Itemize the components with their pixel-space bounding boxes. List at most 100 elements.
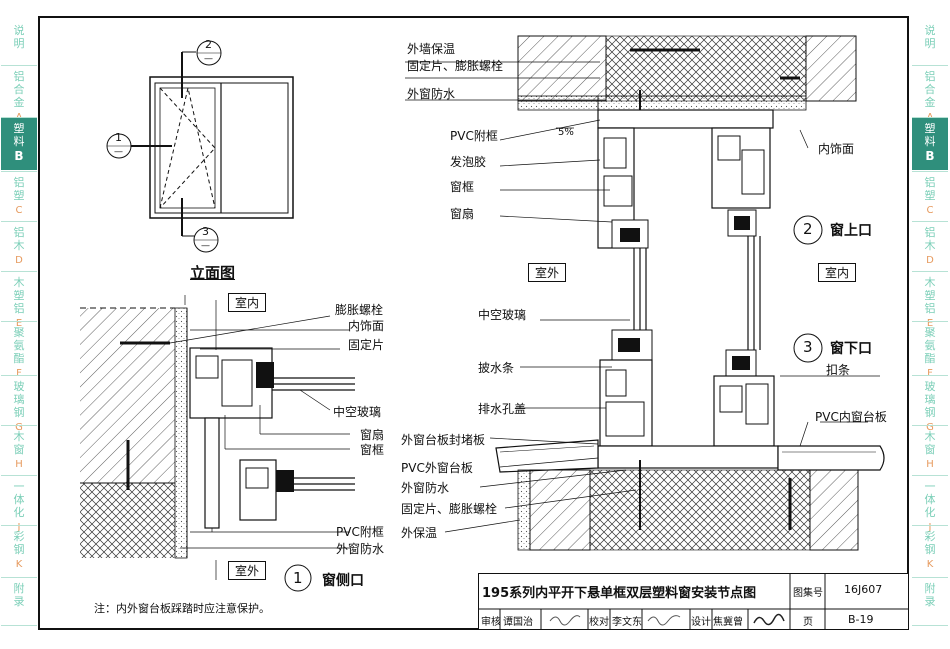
section-markers [556, 127, 823, 363]
sec-label-cover-strip: 扣条 [826, 363, 851, 377]
elevation-marker-1 [106, 133, 132, 159]
tab-divider [912, 525, 948, 526]
title-block-page-no: B-19 [848, 613, 874, 626]
chapter-tab[interactable]: 附录 [1, 578, 37, 624]
chapter-tab-label: 聚氨酯 [13, 326, 25, 365]
side-indoor-label: 室内 [228, 293, 267, 312]
tab-divider [1, 117, 37, 118]
side-detail-frame [120, 341, 355, 529]
tab-divider [912, 375, 948, 376]
chapter-tab-label: 铝木 [924, 226, 936, 252]
tab-divider [1, 221, 37, 222]
tab-divider [1, 375, 37, 376]
title-block-title: 195系列内平开下悬单框双层塑料窗安装节点图 [482, 586, 757, 601]
side-label-sash: 窗扇 [360, 428, 385, 442]
chapter-tab-code: K [926, 559, 934, 570]
side-marker-num: 1 [293, 569, 303, 587]
drawing-note: 注：内外窗台板踩踏时应注意保护。 [94, 602, 270, 615]
chapter-tab-right[interactable]: 说明 [912, 20, 948, 64]
tab-divider [912, 321, 948, 322]
tab-divider [1, 425, 37, 426]
sec-label-waterproof-bottom: 外窗防水 [401, 481, 450, 495]
side-label-glass: 中空玻璃 [333, 405, 382, 419]
head-wall [517, 35, 857, 115]
chapter-tab-label: 铝塑 [13, 176, 25, 202]
sec-marker-top-title: 窗上口 [830, 223, 872, 239]
title-block-atlas-label: 图集号 [793, 588, 823, 599]
chapter-tab-label: 聚氨酯 [924, 326, 936, 365]
sec-marker-bottom-num: 3 [803, 338, 813, 356]
tab-divider [912, 221, 948, 222]
tab-divider [912, 475, 948, 476]
elevation-marker-3-num: 3 [202, 225, 209, 238]
sec-label-sill-seal: 外窗台板封堵板 [401, 433, 486, 447]
title-block-page-label: 页 [803, 617, 813, 628]
chapter-tab-label: 附录 [924, 582, 936, 608]
elevation-marker-2 [196, 40, 222, 66]
chapter-tab-label: 木窗 [13, 430, 25, 456]
sec-marker-top-num: 2 [803, 220, 813, 238]
chapter-tab-code: G [926, 422, 934, 433]
tab-divider [912, 425, 948, 426]
chapter-tab-label: 木塑铝 [924, 276, 936, 315]
sec-label-fixing-bolt-bottom: 固定片、膨胀螺栓 [401, 502, 498, 516]
chapter-tab[interactable]: 说明 [1, 20, 37, 64]
chapter-tab-code: H [926, 459, 934, 470]
elevation-window [110, 51, 294, 237]
elevation-marker-2-num: 2 [205, 38, 212, 51]
chapter-tab-right[interactable]: 铝木 D [912, 222, 948, 270]
section-leaders [405, 61, 880, 533]
chapter-tab-code: C [15, 205, 23, 216]
tab-divider [912, 171, 948, 172]
chapter-tab-right[interactable]: 附录 [912, 578, 948, 624]
sill-wall [517, 460, 859, 551]
tab-divider [1, 271, 37, 272]
sec-marker-bottom-title: 窗下口 [830, 341, 872, 357]
side-marker-title: 窗侧口 [322, 573, 364, 589]
sec-inner-finish: 内饰面 [818, 142, 855, 156]
side-label-bolt: 膨胀螺栓 [335, 303, 384, 317]
side-outdoor-label: 室外 [228, 561, 267, 580]
side-detail-wall [80, 307, 188, 559]
tab-divider [1, 577, 37, 578]
tab-divider [1, 171, 37, 172]
elevation-marker-3-sub: — [201, 241, 210, 251]
sec-label-ext-insulation: 外保温 [401, 526, 438, 540]
sec-label-waterproof: 外窗防水 [407, 87, 456, 101]
chapter-tab-label: 铝合金 [924, 70, 936, 109]
drawing-frame [38, 16, 909, 630]
sec-label-glass: 中空玻璃 [478, 308, 527, 322]
chapter-tab-code: G [15, 422, 23, 433]
chapter-tab-code: D [15, 255, 23, 266]
sec-label-pvc-subframe: PVC附框 [450, 129, 498, 143]
chapter-tab-code: J [928, 522, 932, 533]
chapter-tab-code: C [926, 205, 934, 216]
elevation-marker-1-sub: — [114, 147, 123, 157]
chapter-tab[interactable]: 铝塑 C [1, 172, 37, 220]
sec-label-insulation: 外墙保温 [407, 42, 456, 56]
side-detail-leaders [169, 295, 350, 580]
elevation-marker-1-num: 1 [115, 131, 122, 144]
chapter-tab-label: 塑料 [924, 122, 936, 148]
chapter-tab-code: D [926, 255, 934, 266]
chapter-tab-label: 附录 [13, 582, 25, 608]
tab-divider [1, 475, 37, 476]
title-block-checker-label: 校对 [589, 617, 609, 628]
